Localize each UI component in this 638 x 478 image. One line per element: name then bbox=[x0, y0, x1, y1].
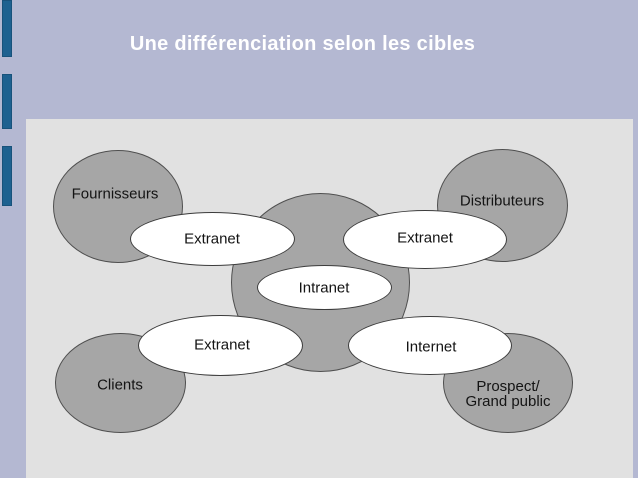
prospect-label-line2: Grand public bbox=[465, 393, 551, 410]
internet-label: Internet bbox=[405, 338, 457, 356]
accent-bar bbox=[2, 0, 12, 57]
slide-title: Une différenciation selon les cibles bbox=[129, 33, 476, 55]
extranet-top-left-ellipse bbox=[130, 212, 295, 266]
prospect-label-line1: Prospect/ bbox=[476, 378, 540, 395]
extranet-top-right-label: Extranet bbox=[397, 229, 453, 247]
intranet-label: Intranet bbox=[298, 279, 350, 297]
extranet-top-right-ellipse bbox=[343, 210, 507, 269]
intranet-ellipse bbox=[257, 265, 392, 310]
internet-ellipse bbox=[348, 316, 512, 375]
clients-label: Clients bbox=[97, 376, 143, 394]
distributeurs-label: Distributeurs bbox=[459, 192, 545, 210]
accent-bar bbox=[2, 146, 12, 206]
extranet-top-left-label: Extranet bbox=[184, 230, 240, 248]
extranet-bottom-left-label: Extranet bbox=[194, 336, 250, 354]
extranet-bottom-left-ellipse bbox=[138, 315, 303, 376]
accent-bar bbox=[2, 74, 12, 129]
prospect-label: Prospect/ Grand public bbox=[465, 379, 550, 409]
fournisseurs-label: Fournisseurs bbox=[71, 185, 159, 203]
